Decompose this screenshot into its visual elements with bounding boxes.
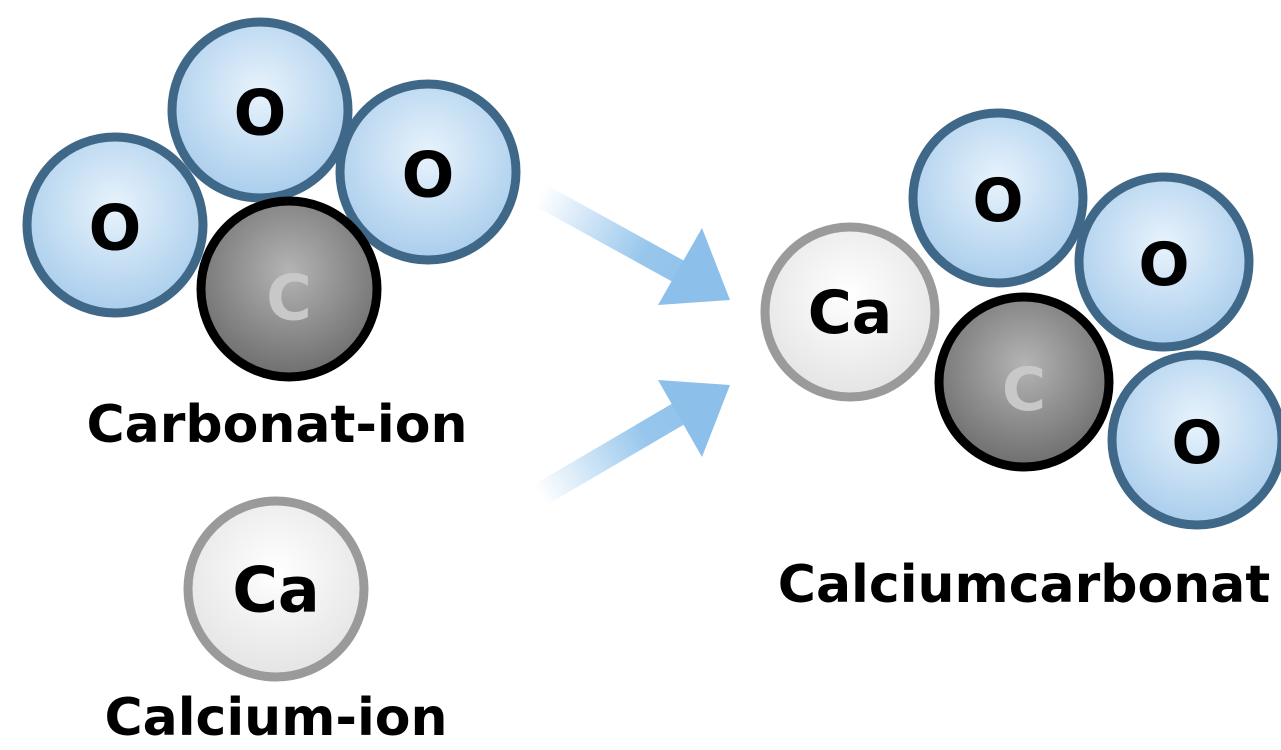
product-calcium-atom: Ca xyxy=(760,222,940,402)
oxygen-symbol: O xyxy=(1171,408,1222,478)
oxygen-symbol: O xyxy=(402,139,455,212)
carbonate-carbon-atom: C xyxy=(196,196,382,382)
calcium-ion-caption: Calcium-ion xyxy=(104,688,447,748)
carbonate-oxygen-atom-right: O xyxy=(335,79,521,265)
oxygen-symbol: O xyxy=(234,77,287,150)
calcium-ion-atom: Ca xyxy=(183,496,369,682)
carbon-symbol: C xyxy=(266,262,312,335)
oxygen-symbol: O xyxy=(972,166,1023,236)
carbonate-oxygen-atom-left: O xyxy=(22,132,208,318)
oxygen-symbol: O xyxy=(1138,230,1189,300)
carbonate-ion-caption: Carbonat-ion xyxy=(87,395,468,455)
oxygen-symbol: O xyxy=(89,192,142,265)
calcium-carbonate-caption: Calciumcarbonat xyxy=(778,555,1270,615)
product-oxygen-atom-bottom: O xyxy=(1107,350,1281,530)
carbonate-ion-molecule: O O O C xyxy=(22,17,521,382)
carbonate-oxygen-atom-top: O xyxy=(167,17,353,203)
calcium-symbol: Ca xyxy=(232,554,319,627)
product-carbon-atom: C xyxy=(934,292,1114,472)
product-oxygen-atom-right: O xyxy=(1074,172,1254,352)
calcium-carbonate-molecule: Ca O O O C xyxy=(760,108,1281,530)
carbon-symbol: C xyxy=(1002,355,1046,425)
reaction-arrow-top xyxy=(534,184,730,305)
calcium-symbol: Ca xyxy=(808,278,893,348)
product-oxygen-atom-top: O xyxy=(908,108,1088,288)
reaction-arrow-bottom xyxy=(533,380,730,506)
